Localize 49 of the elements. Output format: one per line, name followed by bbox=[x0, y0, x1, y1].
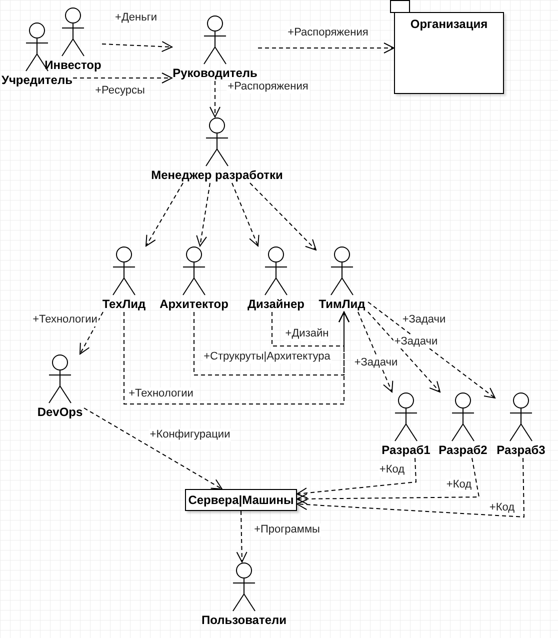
dashed-arrow bbox=[84, 408, 222, 490]
dashed-arrow bbox=[146, 182, 184, 246]
dashed-arrow bbox=[232, 182, 260, 246]
actor-name: Разраб3 bbox=[496, 443, 546, 457]
dashed-arrow bbox=[296, 458, 417, 498]
node-box: Сервера|Машины bbox=[185, 489, 297, 511]
actor-name: Учредитель bbox=[1, 73, 73, 87]
dashed-arrow bbox=[250, 182, 316, 250]
actor-name: Инвестор bbox=[44, 58, 102, 72]
actor-name: Пользователи bbox=[200, 613, 288, 627]
dashed-arrow bbox=[296, 458, 480, 504]
actor-name: Разраб1 bbox=[380, 443, 432, 457]
edge-label: +Струкруты|Архитектура bbox=[202, 350, 332, 364]
dashed-arrow bbox=[210, 80, 220, 118]
dashed-arrow bbox=[272, 312, 350, 346]
edge-label: +Дизайн bbox=[284, 328, 330, 340]
dashed-arrow bbox=[102, 41, 172, 52]
edge-label: +Конфигурации bbox=[148, 428, 232, 442]
edge-label: +Задачи bbox=[353, 356, 399, 370]
actor-name: Архитектор bbox=[159, 297, 229, 311]
edge-label: +Задачи bbox=[401, 314, 447, 326]
dashed-arrow bbox=[368, 312, 440, 392]
dashed-arrow bbox=[196, 182, 210, 246]
edge-label: +Код bbox=[445, 478, 473, 492]
actor-name: DevOps bbox=[36, 405, 84, 419]
dashed-arrow bbox=[236, 510, 248, 562]
actor-name: Руководитель bbox=[172, 66, 258, 80]
edge-label: +Технологии bbox=[128, 388, 194, 400]
edge-label: +Ресурсы bbox=[94, 84, 146, 98]
edge-label: +Код bbox=[488, 502, 516, 514]
actor-name: ТимЛид bbox=[318, 297, 366, 311]
dashed-arrow bbox=[80, 312, 104, 354]
actor-name: Менеджер разработки bbox=[150, 168, 284, 182]
package-title: Организация bbox=[409, 17, 489, 31]
edge-label: +Деньги bbox=[114, 12, 158, 24]
edge-label: +Программы bbox=[253, 524, 321, 536]
actor-name: Дизайнер bbox=[246, 297, 306, 311]
dashed-arrow bbox=[368, 302, 496, 398]
dashed-arrow bbox=[72, 72, 172, 84]
actor-name: ТехЛид bbox=[101, 297, 147, 311]
dashed-arrow bbox=[258, 42, 394, 54]
edge-label: +Технологии bbox=[32, 314, 98, 326]
edge-label: +Распоряжения bbox=[286, 26, 370, 40]
actor-name: Разраб2 bbox=[438, 443, 488, 457]
dashed-arrow bbox=[296, 458, 524, 518]
dashed-arrow bbox=[358, 312, 394, 392]
edge-label: +Код bbox=[378, 464, 406, 476]
edge-label: +Распоряжения bbox=[226, 80, 310, 94]
edge-label: +Задачи bbox=[393, 336, 439, 348]
